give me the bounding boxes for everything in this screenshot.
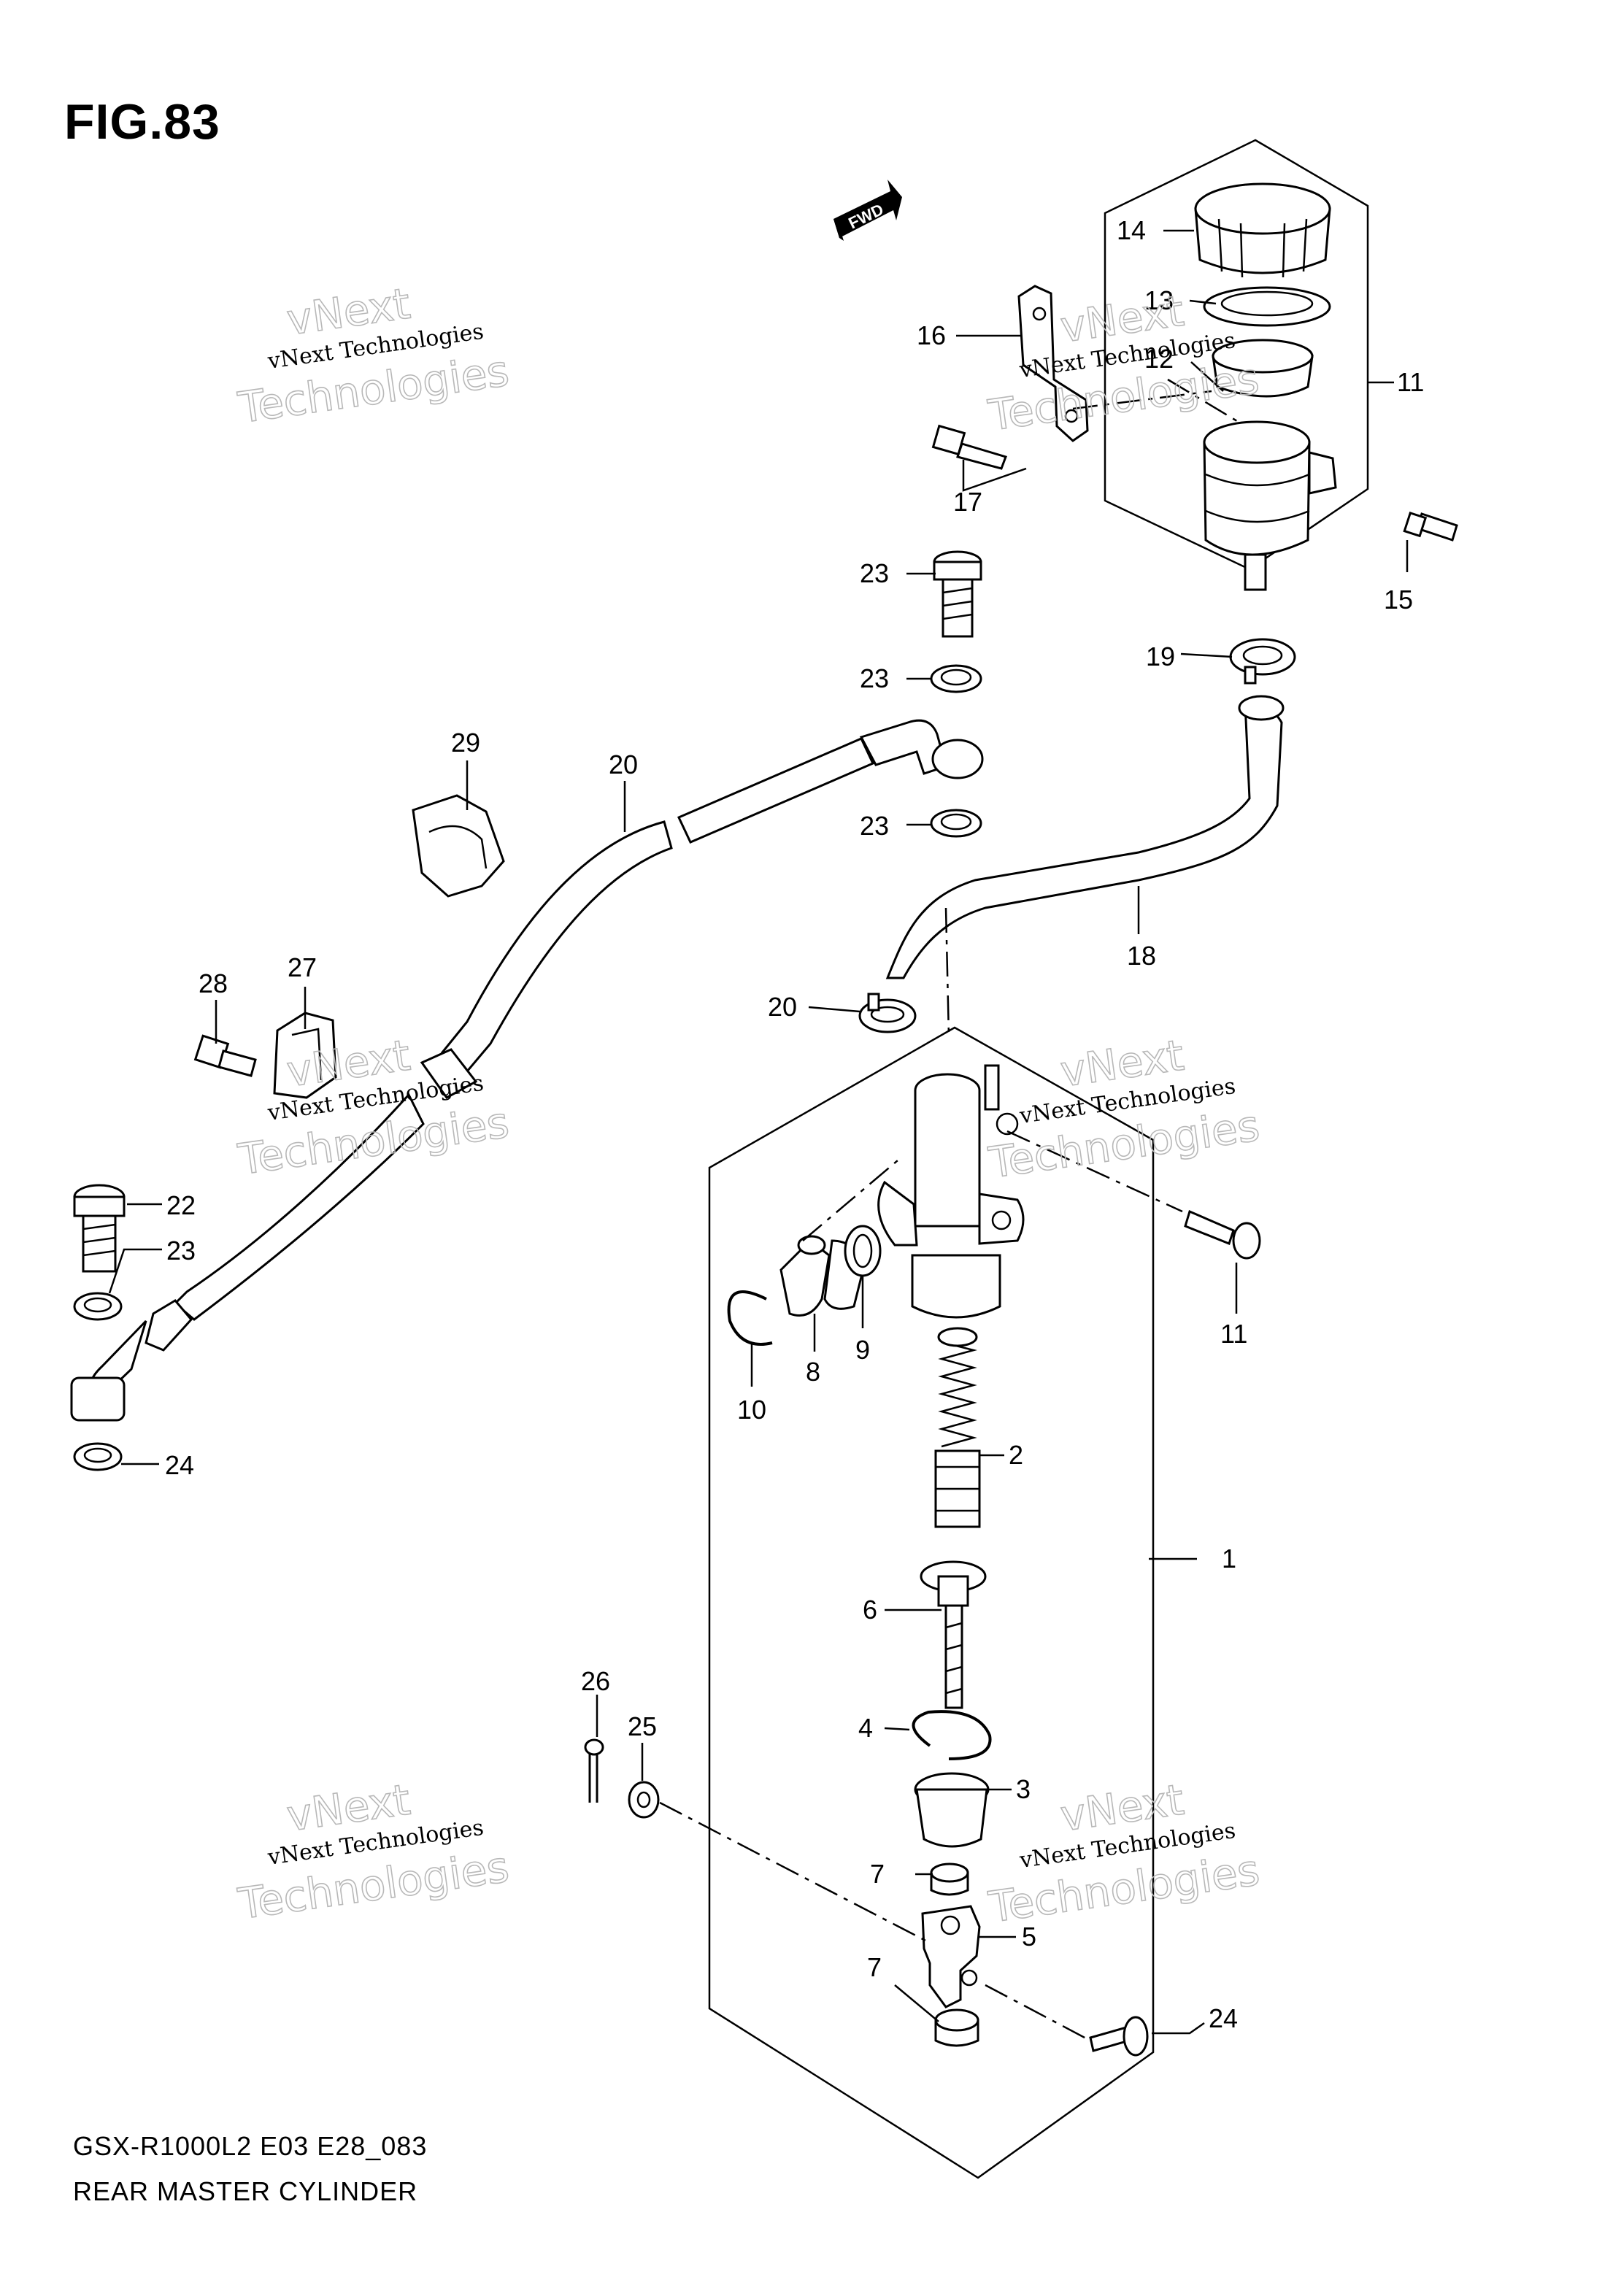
reservoir-bracket-17 xyxy=(1017,285,1089,442)
assembly-line-hose-body xyxy=(944,907,950,1037)
washer-23-lower-a xyxy=(73,1292,123,1321)
washer-23-top-a xyxy=(930,664,982,693)
model-code: GSX-R1000L2 E03 E28_083 xyxy=(73,2131,428,2161)
reservoir-cap-part xyxy=(1194,182,1331,278)
leader-lines xyxy=(108,229,1409,2035)
diaphragm-plate-part xyxy=(1203,286,1331,327)
union-bolt-22-top xyxy=(933,550,982,638)
callout-3: 3 xyxy=(1016,1774,1031,1804)
callout-15: 14 xyxy=(1117,215,1146,245)
clevis-5 xyxy=(921,1905,981,2008)
o-ring-9 xyxy=(844,1225,882,1277)
watermark-bottom-left: vNext vNext Technologies Technologies xyxy=(234,1774,512,1930)
hose-clamp-20-mid xyxy=(858,993,917,1033)
assembly-line-washer-clevis xyxy=(659,1801,928,1943)
callout-20-top: 19 xyxy=(1146,642,1175,671)
callout-5: 5 xyxy=(1022,1922,1036,1952)
callout-26: 26 xyxy=(581,1666,610,1696)
master-cylinder-bolt-11 xyxy=(1184,1209,1261,1260)
callout-9: 9 xyxy=(855,1335,870,1365)
callout-1: 1 xyxy=(1222,1544,1236,1573)
nut-7-lower xyxy=(934,2008,979,2047)
callout-22-top: 23 xyxy=(860,558,889,588)
callout-28: 28 xyxy=(199,968,228,998)
callout-16: 15 xyxy=(1384,585,1413,615)
callout-6: 6 xyxy=(863,1595,877,1625)
callout-25: 25 xyxy=(628,1711,657,1741)
bracket-bolt-18 xyxy=(931,424,1007,470)
brake-hose-19 xyxy=(885,695,1285,979)
callout-2: 2 xyxy=(1009,1440,1023,1470)
callout-23-top-b: 23 xyxy=(860,811,889,841)
washer-23-top-b xyxy=(930,809,982,838)
callout-23-lower-b: 24 xyxy=(165,1450,194,1480)
assembly-line-bracket-reservoir xyxy=(1072,390,1212,410)
hose-clamp-20-top xyxy=(1229,638,1296,685)
callout-7-upper: 7 xyxy=(870,1859,885,1889)
watermark-top-left: vNext vNext Technologies Technologies xyxy=(234,278,512,434)
washer-25 xyxy=(628,1781,660,1819)
assembly-line-joint-body xyxy=(802,1160,898,1241)
fwd-arrow-icon: FWD xyxy=(833,180,902,241)
watermark-mid-right: vNext vNext Technologies Technologies xyxy=(985,1030,1263,1188)
figure-title: FIG.83 xyxy=(64,94,220,150)
assembly-line-bolt-body xyxy=(1006,1130,1183,1213)
assembly-line-clevis-pin xyxy=(985,1984,1088,2041)
callout-4: 4 xyxy=(858,1713,873,1743)
reservoir-tank-part xyxy=(1203,420,1337,591)
brake-hose-21 xyxy=(70,719,984,1422)
callout-12: 11 xyxy=(1397,367,1424,397)
union-bolt-22-bottom xyxy=(73,1184,126,1273)
push-rod-6 xyxy=(920,1560,987,1709)
callout-10: 10 xyxy=(737,1395,766,1425)
callout-29: 29 xyxy=(451,728,480,758)
callout-20-mid: 20 xyxy=(768,992,797,1022)
callout-labels: 14 13 12 11 15 16 17 23 23 23 19 18 20 2… xyxy=(165,215,1424,2033)
circlip-4 xyxy=(912,1710,992,1760)
master-cylinder-assembly-outline xyxy=(708,1026,1155,2179)
assembly-line-reservoir-bolt xyxy=(1167,378,1241,425)
callout-18: 17 xyxy=(953,487,982,517)
callout-13: 12 xyxy=(1144,344,1174,374)
master-cylinder-body-1 xyxy=(877,1064,1025,1319)
callout-21: 20 xyxy=(609,750,638,779)
callout-27: 27 xyxy=(288,952,317,982)
diaphragm-part xyxy=(1212,339,1314,398)
cotter-pin-26 xyxy=(584,1738,604,1803)
callout-19: 18 xyxy=(1127,941,1156,971)
callout-23-lower-a: 23 xyxy=(166,1236,196,1266)
callout-14: 13 xyxy=(1144,285,1174,315)
clamp-bolt-28 xyxy=(193,1034,257,1077)
hose-clamp-29 xyxy=(412,794,505,898)
callout-17: 16 xyxy=(917,320,946,350)
callout-23-top-a: 23 xyxy=(860,663,889,693)
callout-24: 24 xyxy=(1209,2003,1238,2033)
clevis-pin-24 xyxy=(1089,2016,1149,2057)
reservoir-bolt-16 xyxy=(1403,511,1458,542)
callout-7-lower: 7 xyxy=(867,1952,882,1982)
nut-7-upper xyxy=(930,1862,969,1896)
callout-22-bottom: 22 xyxy=(166,1190,196,1220)
callout-8: 8 xyxy=(806,1357,820,1387)
washer-23-lower-b xyxy=(73,1442,123,1471)
piston-spring-2 xyxy=(934,1327,981,1528)
boot-3 xyxy=(914,1772,990,1848)
diagram-caption: REAR MASTER CYLINDER xyxy=(73,2176,418,2206)
callout-11: 11 xyxy=(1220,1319,1247,1349)
circlip-10 xyxy=(727,1290,773,1346)
hose-clamp-27 xyxy=(273,1012,337,1099)
